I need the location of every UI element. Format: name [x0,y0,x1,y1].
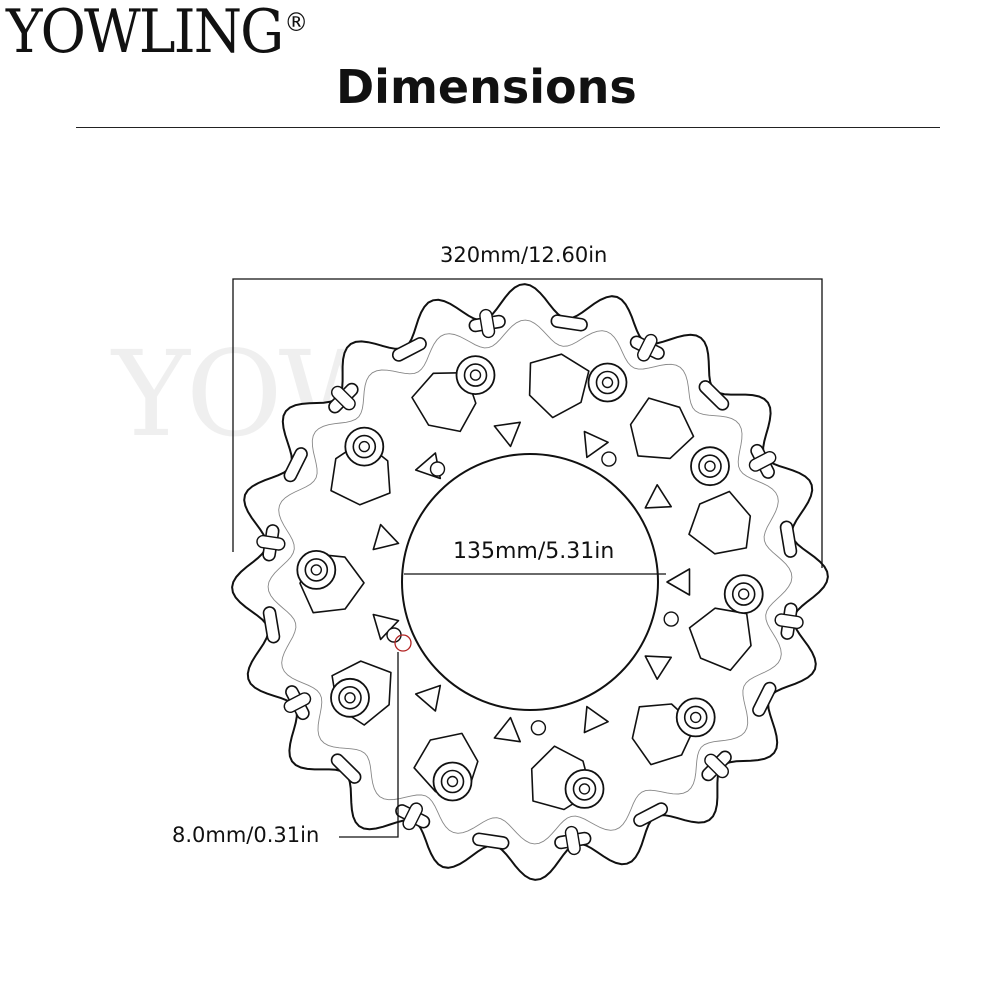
rivet-outer [455,355,496,396]
small-hole [530,720,547,736]
header-divider [76,127,940,128]
rim-pin [479,308,496,339]
rivet-center [344,692,356,704]
rim-pin [748,451,777,472]
mount-hole-leader-line [339,652,399,838]
registered-mark: ® [284,8,308,38]
rivet-center [446,775,459,788]
rim-pin [402,802,423,831]
rivet-outer [587,362,628,403]
rim-slot [752,681,777,717]
brand-logo: YOWLING® [6,2,308,62]
cutout-pocket [629,397,695,460]
rivet-outer [675,697,716,738]
rivet-ring [572,777,597,801]
rivet-center [738,588,750,600]
rivet-outer [723,574,764,614]
rivet-outer [564,769,605,809]
small-hole [601,451,617,467]
rivet-ring [595,370,620,395]
outer-dimension-line [232,278,823,568]
rivet-ring [304,558,329,582]
rim-slot [633,802,669,827]
rivet-ring [683,705,708,730]
rim-pin [256,534,286,551]
rim-pin [774,613,804,630]
rim-slot [698,380,730,411]
mount-hole-label: 8.0mm/0.31in [172,823,320,847]
center-bore [401,453,659,711]
rivet-center [704,460,716,472]
outer-diameter-label: 320mm/12.60in [440,243,608,267]
rim-pin [283,692,312,713]
triangle-vent [666,568,691,596]
rim-slot [262,606,281,644]
rivet-ring [698,454,722,479]
rivet-outer [432,761,473,802]
triangle-vent [372,523,400,551]
triangle-vent [583,430,609,459]
cutout-pocket [688,490,752,555]
triangle-vent [644,483,673,509]
rivet-ring [731,582,756,606]
rivet-outer [690,446,730,487]
disc-rim-line [267,319,793,845]
brake-disc-drawing [231,283,829,881]
rivet-center [358,440,370,453]
triangle-vent [644,655,673,681]
rim-pin [704,753,729,779]
rivet-outer [344,426,385,467]
rivet-ring [463,363,488,387]
rim-pin [331,385,356,411]
rim-slot [283,447,308,483]
small-hole [386,627,402,643]
center-bore-label: 135mm/5.31in [453,539,615,564]
small-hole [429,461,446,477]
triangle-vent [493,421,522,448]
rim-pin [564,825,581,856]
cutout-pocket [528,353,590,419]
rim-slot [550,314,588,332]
triangle-vent [583,705,609,734]
small-hole [663,611,679,627]
rivet-ring [352,434,377,459]
rivet-center [469,369,482,381]
rivet-center [310,564,322,576]
rivet-center [578,783,591,795]
rivet-outer [296,550,337,590]
page-title: Dimensions [336,60,637,114]
mount-hole-marker [394,634,412,652]
rivet-center [690,711,702,724]
rivet-outer [330,677,370,718]
brand-name: YOWLING [6,0,284,67]
rim-slot [330,753,362,784]
rivet-center [601,376,614,389]
rim-slot [472,832,510,850]
rim-slot [779,520,798,558]
triangle-vent [493,716,522,743]
rim-pin [637,333,658,362]
rivet-ring [338,685,362,710]
triangle-vent [414,684,442,712]
rivet-ring [440,769,465,794]
rim-slot [391,337,427,362]
